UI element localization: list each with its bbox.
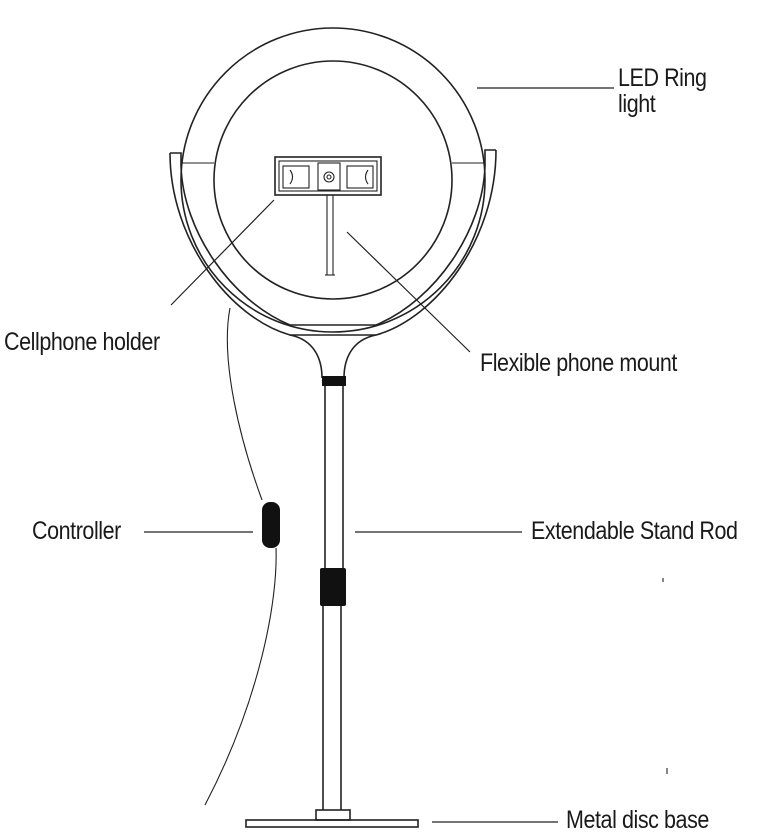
u-bracket	[169, 149, 497, 379]
metal-disc-base	[245, 809, 419, 828]
cellphone-holder	[274, 156, 382, 196]
controller-knob	[262, 502, 280, 548]
label-led-ring-line2: light	[618, 90, 656, 118]
label-led-ring-line1: LED Ring	[618, 64, 707, 92]
label-metal-disc-base: Metal disc base	[566, 806, 709, 834]
flexible-phone-mount	[325, 195, 335, 276]
stand-rod	[320, 376, 346, 810]
led-ring	[180, 27, 486, 333]
power-cable	[204, 307, 280, 806]
label-flexible-phone-mount: Flexible phone mount	[480, 349, 677, 377]
label-extendable-stand-rod: Extendable Stand Rod	[531, 517, 738, 545]
label-cellphone-holder: Cellphone holder	[4, 328, 160, 356]
leader-lines	[144, 87, 614, 823]
label-controller: Controller	[32, 517, 121, 545]
